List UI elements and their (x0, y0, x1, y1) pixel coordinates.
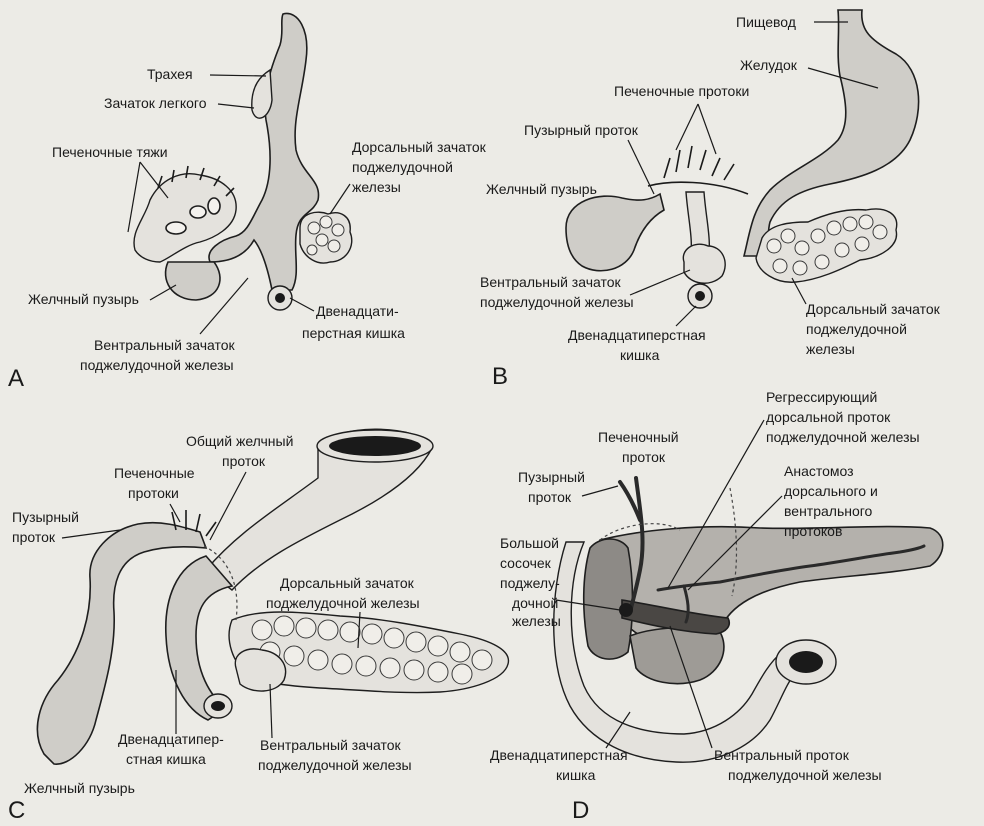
label-hepatic-ducts: Печеночные протоки (614, 83, 749, 99)
panel-b-hepatic-ducts (648, 146, 748, 194)
panel-d-duodenum-lumen (789, 651, 823, 673)
label-esophagus: Пищевод (736, 14, 796, 30)
label-hepatic-cords: Печеночные тяжи (52, 144, 168, 160)
label-lung-bud: Зачаток легкого (104, 95, 207, 111)
label-regressing-duct: дорсальной проток (766, 409, 891, 425)
label-ventral-bud: поджелудочной железы (480, 294, 634, 310)
label-duodenum: кишка (556, 767, 596, 783)
label-anastomosis: протоков (784, 523, 842, 539)
panel-a-cord-hole (166, 222, 186, 234)
panel-c-duodenum-lumen (211, 701, 225, 711)
label-dorsal-bud: железы (806, 341, 855, 357)
label-ventral-bud: поджелудочной железы (80, 357, 234, 373)
panel-b: Пищевод Желудок Печеночные протоки Пузыр… (480, 10, 941, 390)
label-gallbladder: Желчный пузырь (28, 291, 139, 307)
label-gallbladder: Желчный пузырь (24, 780, 135, 796)
leader-line (210, 75, 266, 76)
label-regressing-duct: Регрессирующий (766, 389, 877, 405)
panel-d-pancreas (599, 527, 942, 645)
label-hepatic-duct: проток (622, 449, 666, 465)
panel-letter: A (8, 365, 24, 392)
leader-line (630, 270, 690, 295)
label-anastomosis: Анастомоз (784, 463, 854, 479)
label-trachea: Трахея (147, 66, 193, 82)
label-hepatic-ducts: Печеночные (114, 465, 195, 481)
label-ventral-bud: Вентральный зачаток (94, 337, 236, 353)
label-papilla: Большой (500, 535, 559, 551)
label-papilla: сосочек (500, 555, 552, 571)
label-papilla: железы (512, 613, 561, 629)
label-duodenum: Двенадцати- (316, 303, 399, 319)
leader-line (676, 306, 696, 326)
leader-line (218, 104, 254, 108)
panel-a-duodenum-lumen (275, 293, 285, 303)
label-duodenum: Двенадцатиперстная (568, 327, 706, 343)
label-duodenum: Двенадцатипер- (118, 731, 224, 747)
label-ventral-duct: Вентральный проток (714, 747, 850, 763)
label-dorsal-bud: поджелудочной (352, 159, 453, 175)
label-ventral-bud: Вентральный зачаток (260, 737, 402, 753)
label-dorsal-bud: Дорсальный зачаток (352, 139, 487, 155)
leader-line (150, 285, 176, 300)
label-hepatic-duct: Печеночный (598, 429, 679, 445)
panel-letter: C (8, 797, 25, 824)
panel-letter: D (572, 797, 589, 824)
label-cystic-duct: Пузырный (518, 469, 585, 485)
panel-c: Общий желчный проток Печеночные протоки … (8, 429, 508, 824)
panel-d-ventral-pancreas (630, 628, 724, 684)
leader-line (330, 184, 350, 214)
leader-line (582, 486, 618, 496)
panel-b-ventral-bud (683, 244, 725, 283)
label-ventral-bud: поджелудочной железы (258, 757, 412, 773)
panel-d-papilla (619, 603, 633, 617)
panel-a-gallbladder (166, 262, 220, 300)
panel-a-lung-bud (252, 70, 272, 118)
label-hepatic-ducts: протоки (128, 485, 179, 501)
leader-line (628, 140, 654, 194)
label-cystic-duct: Пузырный проток (524, 122, 639, 138)
panel-d: Регрессирующий дорсальной проток поджелу… (490, 389, 943, 824)
panel-a: Трахея Зачаток легкого Печеночные тяжи Д… (8, 13, 487, 392)
label-dorsal-bud: поджелудочной железы (266, 595, 420, 611)
label-duodenum: стная кишка (126, 751, 206, 767)
label-anastomosis: дорсального и (784, 483, 878, 499)
label-dorsal-bud: Дорсальный зачаток (280, 575, 415, 591)
label-cystic-duct: Пузырный (12, 509, 79, 525)
panel-d-duodenum-wall (584, 539, 633, 659)
label-cystic-duct: проток (528, 489, 572, 505)
label-dorsal-bud: поджелудочной (806, 321, 907, 337)
label-common-bile-duct: проток (222, 453, 266, 469)
label-common-bile-duct: Общий желчный (186, 433, 293, 449)
label-duodenum: кишка (620, 347, 660, 363)
label-stomach: Желудок (740, 57, 798, 73)
label-regressing-duct: поджелудочной железы (766, 429, 920, 445)
label-papilla: дочной (512, 595, 558, 611)
leader-line (676, 104, 698, 150)
label-anastomosis: вентрального (784, 503, 873, 519)
panel-b-gallbladder (566, 194, 664, 271)
label-duodenum: Двенадцатиперстная (490, 747, 628, 763)
leader-line (290, 298, 314, 311)
label-gallbladder: Желчный пузырь (486, 181, 597, 197)
label-ventral-duct: поджелудочной железы (728, 767, 882, 783)
panel-a-cord-hole (190, 206, 206, 218)
panel-c-stomach-lumen (329, 436, 421, 456)
label-papilla: поджелу- (500, 575, 560, 591)
leader-line (128, 162, 140, 232)
label-dorsal-bud: Дорсальный зачаток (806, 301, 941, 317)
leader-line (698, 104, 716, 154)
label-dorsal-bud: железы (352, 179, 401, 195)
label-cystic-duct: проток (12, 529, 56, 545)
leader-line (210, 472, 246, 540)
leader-line (270, 684, 272, 738)
panel-letter: B (492, 363, 508, 390)
panel-a-cord-hole (208, 198, 220, 214)
label-duodenum: перстная кишка (302, 325, 405, 341)
panel-b-duodenum-lumen (695, 291, 705, 301)
label-ventral-bud: Вентральный зачаток (480, 274, 622, 290)
